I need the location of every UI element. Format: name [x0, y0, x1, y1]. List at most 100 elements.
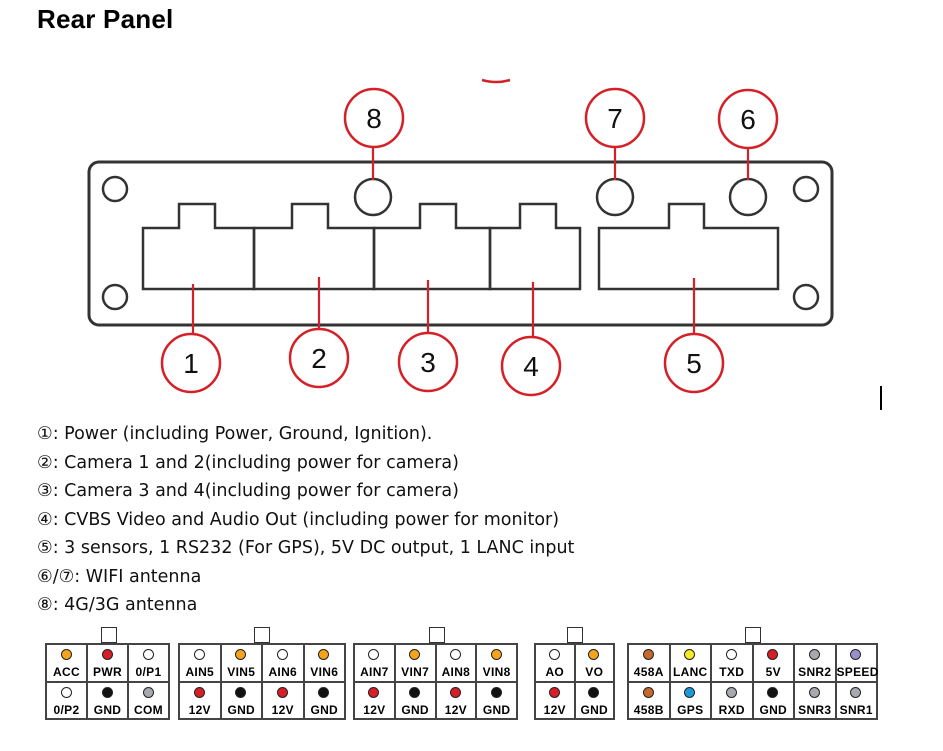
pin-sensors-gps-5: SPEED	[835, 644, 879, 682]
pin-label: AIN7	[360, 665, 389, 679]
pin-label: 5V	[765, 665, 781, 679]
pin-label: GND	[580, 702, 609, 717]
text-cursor	[880, 386, 882, 410]
pin-camera-1-2-0: AIN5	[179, 644, 221, 682]
rear-panel-diagram: 1 2 3 4 5 6 7 8	[87, 78, 834, 397]
pin-label: 12V	[363, 702, 386, 717]
pin-camera-1-2-3: VIN6	[303, 644, 345, 682]
pin-color-dot	[449, 649, 461, 660]
pin-label: SPEED	[836, 665, 879, 679]
pin-color-dot	[767, 686, 779, 698]
pin-sensors-gps-7: GPS	[669, 681, 711, 719]
pin-color-dot	[725, 649, 737, 660]
pin-color-dot	[642, 649, 654, 660]
pin-color-dot	[101, 649, 113, 660]
antenna-port-6	[728, 177, 768, 217]
pin-label: COM	[134, 702, 163, 717]
pin-camera-1-2-1: VIN5	[220, 644, 262, 682]
page-title: Rear Panel	[37, 4, 174, 34]
connector-sockets-1-4	[141, 202, 582, 291]
pin-camera-3-4-2: AIN8	[435, 644, 477, 682]
pin-label: SNR2	[798, 665, 832, 679]
connector-key-tab	[101, 627, 117, 643]
pin-color-dot	[548, 686, 560, 698]
pin-power-3: 0/P2	[46, 681, 87, 719]
panel-outline	[87, 160, 834, 327]
pin-label: 12V	[444, 702, 467, 717]
pin-label: 458B	[633, 702, 664, 717]
pin-label: TXD	[719, 665, 745, 679]
pin-label: PWR	[93, 665, 122, 679]
mount-hole-bottom-right	[792, 283, 820, 311]
callout-8: 8	[343, 87, 405, 149]
pin-label: 0/P2	[53, 702, 80, 717]
pin-label: GPS	[677, 702, 704, 717]
pin-sensors-gps-6: 458B	[628, 681, 670, 719]
legend-item-sensors: ⑤: 3 sensors, 1 RS232 (For GPS), 5V DC o…	[37, 538, 575, 558]
pin-color-dot	[588, 686, 600, 698]
pin-color-dot	[318, 686, 330, 698]
mount-hole-top-right	[792, 175, 820, 203]
legend-item-camera-1-2: ②: Camera 1 and 2(including power for ca…	[37, 452, 459, 473]
mount-hole-bottom-left	[101, 283, 129, 311]
pin-camera-3-4-4: 12V	[354, 681, 395, 719]
pin-color-dot	[490, 649, 502, 660]
pin-label: 0/P1	[135, 665, 162, 679]
pin-color-dot	[235, 649, 247, 660]
pin-label: GND	[401, 702, 429, 717]
connector-key-tab	[254, 627, 270, 643]
pin-label: ACC	[53, 665, 80, 679]
legend-item-wifi: ⑥/⑦: WIFI antenna	[37, 566, 202, 587]
pin-sensors-gps-0: 458A	[628, 644, 670, 682]
callout-4-number: 4	[523, 351, 539, 382]
pin-label: SNR3	[798, 702, 832, 717]
antenna-port-8	[353, 177, 393, 217]
pin-camera-1-2-6: 12V	[262, 681, 304, 719]
pin-color-dot	[368, 649, 380, 660]
pin-camera-3-4-3: VIN8	[476, 644, 517, 682]
pin-label: VIN7	[401, 665, 430, 679]
pin-color-dot	[850, 686, 862, 698]
pin-color-dot	[409, 649, 421, 660]
pin-color-dot	[850, 649, 862, 660]
pin-color-dot	[142, 649, 154, 660]
pin-color-dot	[193, 649, 205, 660]
pin-color-dot	[276, 649, 288, 660]
pin-video-audio-out-0: AO	[535, 644, 575, 682]
port-legend: ①: Power (including Power, Ground, Ignit…	[37, 420, 574, 620]
pin-camera-3-4-5: GND	[394, 681, 436, 719]
pin-label: AIN8	[441, 665, 471, 679]
pin-label: 458A	[633, 665, 664, 679]
pin-label: VIN6	[310, 665, 339, 679]
pin-color-dot	[235, 686, 247, 698]
pin-camera-1-2-2: AIN6	[262, 644, 304, 682]
callout-5-number: 5	[686, 348, 702, 379]
pin-color-dot	[276, 686, 288, 698]
legend-item-camera-3-4: ③: Camera 3 and 4(including power for ca…	[37, 481, 459, 501]
pin-label: GND	[310, 702, 339, 717]
pin-color-dot	[725, 686, 737, 698]
legend-item-video-audio: ④: CVBS Video and Audio Out (including p…	[37, 509, 560, 530]
pin-label: VIN8	[482, 665, 511, 679]
pin-sensors-gps-4: SNR2	[794, 644, 836, 682]
pin-video-audio-out-2: 12V	[535, 681, 575, 719]
connector-key-tab	[745, 627, 761, 643]
pin-color-dot	[684, 649, 696, 660]
pin-sensors-gps-10: SNR3	[794, 681, 836, 719]
pin-color-dot	[101, 686, 113, 698]
pin-label: RXD	[718, 702, 745, 717]
pin-power-4: GND	[87, 681, 128, 719]
connector-socket-5	[597, 202, 780, 291]
pin-power-1: PWR	[87, 644, 128, 682]
pin-color-dot	[548, 649, 560, 660]
pin-label: AIN5	[185, 665, 215, 679]
pin-label: LANC	[672, 665, 708, 679]
pin-camera-3-4-1: VIN7	[394, 644, 436, 682]
pin-sensors-gps-1: LANC	[669, 644, 711, 682]
pin-sensors-gps-11: SNR1	[835, 681, 877, 719]
pin-color-dot	[588, 649, 600, 660]
callout-8-number: 8	[366, 103, 382, 134]
pin-color-dot	[318, 649, 330, 660]
